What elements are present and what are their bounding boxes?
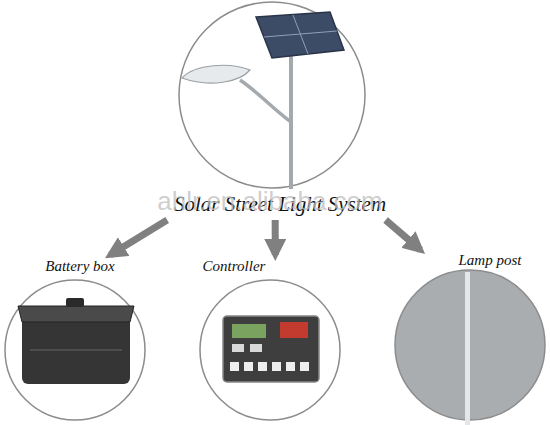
watermark: ahlr.en.alibaba.com <box>120 186 420 217</box>
circle-shape <box>5 280 145 420</box>
circle-shape <box>179 2 365 188</box>
component-label: Battery box <box>5 258 155 275</box>
arrow-connector <box>386 220 421 250</box>
circle-shape <box>200 280 340 420</box>
arrow-connector <box>110 220 167 255</box>
circle-shape <box>395 270 545 420</box>
circle-outline <box>395 250 545 425</box>
component-label: Lamp post <box>440 252 540 269</box>
component-circle: Lamp post <box>395 250 545 425</box>
circle-outline <box>200 255 342 425</box>
arrow-connector <box>272 220 279 255</box>
component-circle: Controller <box>200 255 342 425</box>
component-circle: Battery box <box>5 255 147 425</box>
component-label: Controller <box>180 258 288 275</box>
circle-outline <box>5 255 147 425</box>
